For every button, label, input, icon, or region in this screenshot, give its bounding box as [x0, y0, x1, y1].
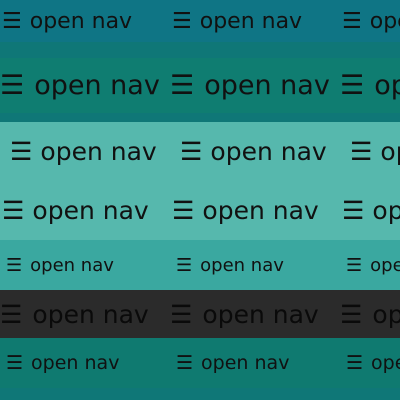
menu-icon: ☰ [170, 299, 193, 329]
nav-band-3: ☰ open nav ☰ open nav ☰ open nav ☰ open … [0, 122, 400, 240]
open-nav-label: open nav [374, 70, 400, 101]
open-nav-button[interactable]: ☰ open nav [340, 300, 400, 329]
open-nav-button[interactable]: ☰ open nav [0, 300, 170, 329]
nav-band-1: ☰ open nav ☰ open nav ☰ open nav [0, 0, 400, 42]
menu-icon: ☰ [172, 8, 192, 34]
open-nav-label: open nav [201, 352, 290, 374]
open-nav-button[interactable]: ☰ open nav [172, 196, 342, 225]
nav-band-4: ☰ open nav ☰ open nav ☰ open nav [0, 240, 400, 290]
open-nav-label: open nav [29, 8, 133, 34]
nav-band-5: ☰ open nav ☰ open nav ☰ open nav [0, 290, 400, 338]
open-nav-button[interactable]: ☰ open nav [342, 9, 400, 34]
open-nav-label: open nav [371, 352, 400, 374]
open-nav-button[interactable]: ☰ open nav [0, 70, 170, 101]
menu-icon: ☰ [346, 352, 364, 374]
open-nav-button[interactable]: ☰ open nav [6, 352, 176, 374]
open-nav-button[interactable]: ☰ open nav [346, 255, 400, 276]
menu-icon: ☰ [6, 254, 23, 276]
open-nav-label: open nav [30, 254, 114, 276]
open-nav-button[interactable]: ☰ open nav [10, 137, 180, 166]
open-nav-button[interactable]: ☰ open nav [2, 9, 172, 34]
open-nav-label: open nav [202, 299, 319, 329]
nav-band-2: ☰ open nav ☰ open nav ☰ open nav [0, 58, 400, 113]
menu-icon: ☰ [10, 137, 33, 166]
menu-icon: ☰ [170, 70, 195, 101]
menu-icon: ☰ [176, 352, 194, 374]
open-nav-label: open nav [32, 196, 149, 225]
menu-icon: ☰ [180, 137, 203, 166]
open-nav-button[interactable]: ☰ open nav [350, 137, 400, 166]
open-nav-label: open nav [210, 137, 327, 166]
open-nav-label: open nav [31, 352, 120, 374]
menu-icon: ☰ [346, 254, 363, 276]
menu-icon: ☰ [342, 8, 362, 34]
nav-band-6: ☰ open nav ☰ open nav ☰ open nav [0, 338, 400, 388]
open-nav-button[interactable]: ☰ open nav [170, 300, 340, 329]
open-nav-label: open nav [32, 299, 149, 329]
menu-icon: ☰ [2, 8, 22, 34]
open-nav-button[interactable]: ☰ open nav [2, 196, 172, 225]
open-nav-button[interactable]: ☰ open nav [340, 70, 400, 101]
open-nav-label: open nav [199, 8, 303, 34]
menu-icon: ☰ [6, 352, 24, 374]
open-nav-label: open nav [34, 70, 160, 101]
open-nav-label: open nav [369, 8, 400, 34]
open-nav-label: open nav [200, 254, 284, 276]
open-nav-label: open nav [202, 196, 319, 225]
open-nav-button[interactable]: ☰ open nav [170, 70, 340, 101]
menu-icon: ☰ [342, 196, 365, 225]
open-nav-label: open nav [372, 299, 400, 329]
open-nav-label: open nav [380, 137, 400, 166]
open-nav-button[interactable]: ☰ open nav [172, 9, 342, 34]
menu-icon: ☰ [176, 254, 193, 276]
open-nav-label: open nav [370, 254, 400, 276]
menu-icon: ☰ [172, 196, 195, 225]
open-nav-button[interactable]: ☰ open nav [346, 352, 400, 374]
open-nav-button[interactable]: ☰ open nav [6, 255, 176, 276]
open-nav-button[interactable]: ☰ open nav [180, 137, 350, 166]
menu-icon: ☰ [350, 137, 373, 166]
open-nav-button[interactable]: ☰ open nav [176, 352, 346, 374]
menu-icon: ☰ [2, 196, 25, 225]
open-nav-button[interactable]: ☰ open nav [342, 196, 400, 225]
menu-icon: ☰ [0, 70, 25, 101]
open-nav-label: open nav [372, 196, 400, 225]
open-nav-label: open nav [40, 137, 157, 166]
menu-icon: ☰ [0, 299, 23, 329]
open-nav-button[interactable]: ☰ open nav [176, 255, 346, 276]
menu-icon: ☰ [340, 299, 363, 329]
menu-icon: ☰ [340, 70, 365, 101]
open-nav-label: open nav [204, 70, 330, 101]
